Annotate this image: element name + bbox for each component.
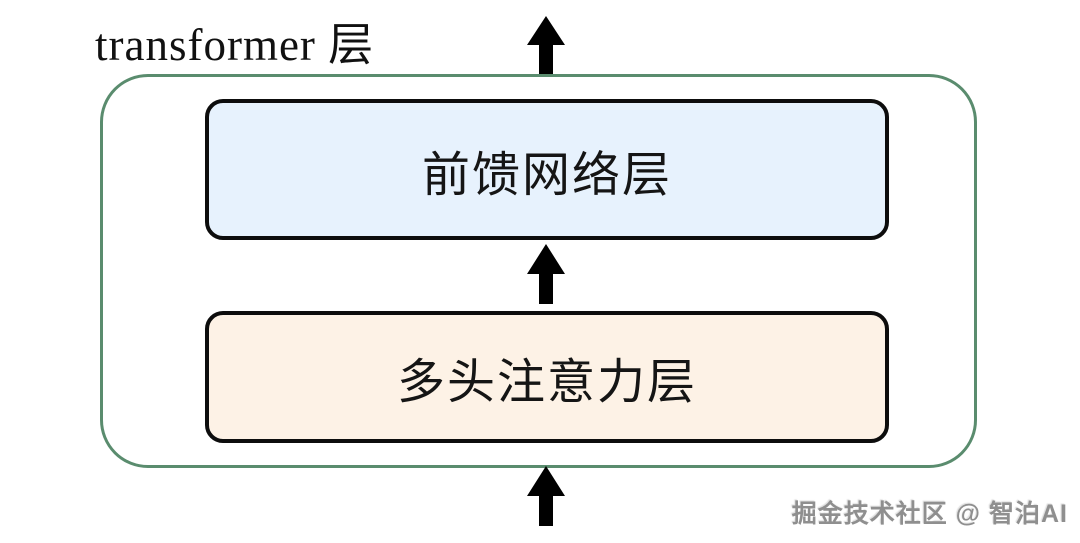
- watermark: 掘金技术社区 @ 智泊AI: [791, 500, 1068, 528]
- feed-forward-layer-label: 前馈网络层: [421, 148, 672, 202]
- diagram-title: transformer 层: [95, 20, 375, 70]
- inter-layer-arrow-up-icon: [527, 244, 565, 304]
- output-arrow-up-icon: [527, 16, 565, 74]
- input-arrow-up-icon: [527, 466, 565, 526]
- multi-head-attention-layer-box: 多头注意力层: [205, 311, 889, 443]
- feed-forward-layer-box: 前馈网络层: [205, 99, 889, 240]
- multi-head-attention-layer-label: 多头注意力层: [396, 356, 697, 409]
